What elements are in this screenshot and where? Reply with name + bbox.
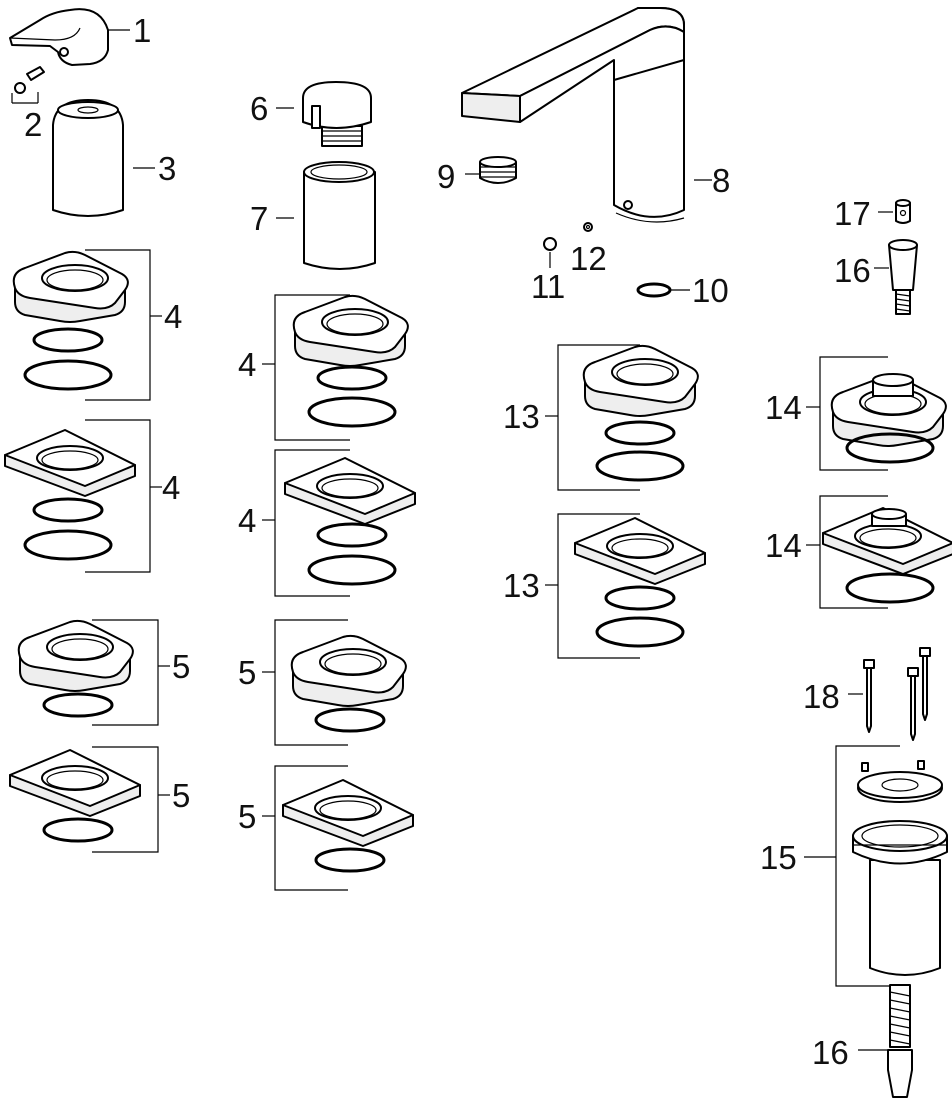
callout-label-16b: 16: [812, 1034, 849, 1071]
callout-label-13a: 13: [503, 398, 540, 435]
callout-label-4b: 4: [162, 469, 180, 506]
part-14-group-b: 14: [765, 495, 952, 609]
callout-label-18: 18: [803, 678, 840, 715]
callout-label-12: 12: [570, 240, 607, 277]
callout-label-14b: 14: [765, 527, 802, 564]
part-3-cover-sleeve: 3: [52, 99, 176, 217]
callout-label-13b: 13: [503, 567, 540, 604]
part-6-cartridge: 6: [250, 81, 372, 147]
part-17-fitting: 17: [834, 195, 911, 232]
callout-label-5b: 5: [172, 777, 190, 814]
callout-label-4c: 4: [238, 346, 256, 383]
part-9-aerator: 9: [437, 156, 517, 195]
callout-label-4a: 4: [164, 298, 182, 335]
callout-label-8: 8: [712, 162, 730, 199]
callout-label-2: 2: [24, 106, 42, 143]
part-4-group-a: 4: [12, 249, 182, 401]
callout-label-7: 7: [250, 200, 268, 237]
callout-label-9: 9: [437, 158, 455, 195]
callout-label-6: 6: [250, 90, 268, 127]
part-4-group-d: 4: [238, 449, 416, 597]
part-16-hose-connector-top: 16: [834, 239, 918, 315]
part-7-sleeve: 7: [250, 161, 376, 270]
part-8-spout-body: 8: [461, 7, 730, 223]
part-1-lever-handle: 1: [9, 8, 151, 66]
part-5-group-b: 5: [9, 746, 190, 853]
callout-label-1: 1: [133, 12, 151, 49]
callout-label-11: 11: [531, 268, 565, 305]
callout-label-14a: 14: [765, 389, 802, 426]
part-4-group-c: 4: [238, 294, 409, 441]
part-11-plug: 11: [531, 237, 565, 305]
callout-label-10: 10: [692, 272, 729, 309]
part-5-group-a: 5: [17, 619, 190, 726]
part-18-mounting-bolts: 18: [803, 647, 931, 741]
part-12-grub-screw: 12: [570, 222, 607, 277]
part-14-group-a: 14: [765, 356, 947, 471]
part-5-group-d: 5: [238, 765, 414, 891]
callout-label-16a: 16: [834, 252, 871, 289]
part-2-set-screw: 2: [11, 66, 45, 143]
part-16-hose-connector-bottom: 16: [812, 984, 913, 1098]
callout-label-4d: 4: [238, 502, 256, 539]
callout-label-3: 3: [158, 150, 176, 187]
part-13-group-a: 13: [503, 344, 699, 491]
part-4-group-b: 4: [4, 419, 180, 573]
callout-label-5d: 5: [238, 798, 256, 835]
part-15-mounting-set: 15: [760, 745, 948, 987]
callout-label-17: 17: [834, 195, 871, 232]
callout-label-5a: 5: [172, 648, 190, 685]
part-5-group-c: 5: [238, 619, 407, 746]
callout-label-15: 15: [760, 839, 797, 876]
part-10-o-ring: 10: [636, 272, 729, 309]
callout-label-5c: 5: [238, 654, 256, 691]
part-13-group-b: 13: [503, 513, 706, 659]
